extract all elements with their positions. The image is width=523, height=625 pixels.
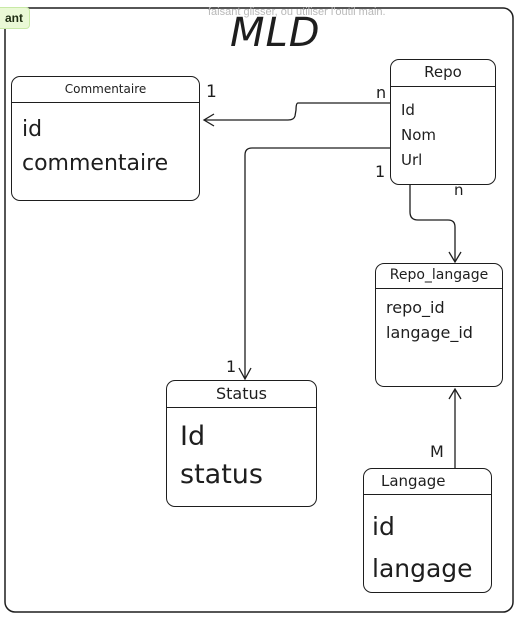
cardinality-langage: M [430,442,444,461]
entity-title: Commentaire [12,77,199,103]
cardinality-repo-repolangage: n [454,181,464,199]
field-id: id [22,117,43,142]
entity-repo[interactable]: Repo Id Nom Url [390,59,496,185]
field-status: status [180,459,263,490]
cardinality-repo-status: 1 [375,162,386,181]
entity-title: Repo_langage [376,264,502,289]
field-url: Url [401,151,423,169]
connector-repo-status [244,147,390,378]
cardinality-status: 1 [226,357,237,376]
connector-repo-repolangage [409,184,456,262]
entity-title: Status [167,381,316,408]
field-nom: Nom [401,126,437,144]
field-langage-id: langage_id [386,323,473,342]
field-commentaire: commentaire [22,151,169,176]
arrowhead-commentaire [202,113,215,127]
field-repo-id: repo_id [386,298,445,317]
cardinality-repo-commentaire: n [376,83,387,102]
entity-title: Repo [391,60,495,87]
entity-fields: id commentaire [22,113,168,181]
entity-fields: Id Nom Url [401,98,436,173]
connector-repo-commentaire [205,102,390,121]
cardinality-commentaire: 1 [206,82,217,102]
field-langage: langage [372,554,473,583]
field-id: Id [401,101,415,119]
arrowhead-langage-repolangage [448,387,462,400]
outer-frame [4,7,514,613]
entity-langage[interactable]: Langage id langage [363,468,492,593]
arrowhead-status [238,367,252,381]
entity-commentaire[interactable]: Commentaire id commentaire [11,76,200,201]
arrowhead-repolangage [448,251,462,264]
entity-fields: repo_id langage_id [386,295,473,345]
diagram-title: MLD [230,10,321,56]
entity-fields: id langage [372,506,473,590]
canvas-hint-text: faisant glisser, ou utiliser l'outil mai… [208,6,386,18]
field-id: Id [180,421,206,452]
entity-repo-langage[interactable]: Repo_langage repo_id langage_id [375,263,503,387]
entity-fields: Id status [180,418,263,494]
mode-badge[interactable]: ant [0,7,30,29]
field-id: id [372,512,395,541]
entity-title: Langage [364,469,491,495]
entity-status[interactable]: Status Id status [166,380,317,507]
